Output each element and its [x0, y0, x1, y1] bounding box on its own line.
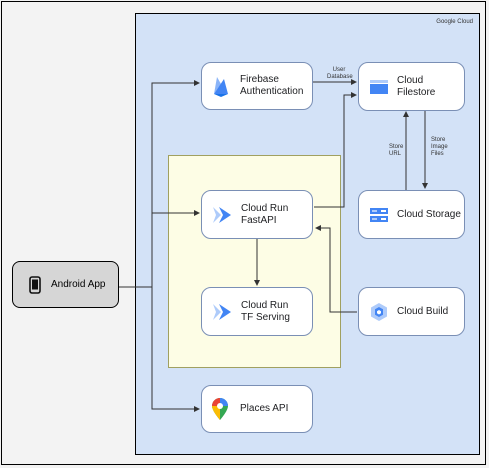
android-app-node[interactable]: Android App [12, 261, 119, 308]
cloud-storage-label: Cloud Storage [397, 208, 461, 220]
cloud-filestore-label: Cloud Filestore [397, 74, 436, 98]
cloud-build-icon [371, 302, 387, 321]
label-line: FastAPI [241, 214, 277, 226]
edge-android-trunk [119, 80, 200, 288]
cloud-run-icon [213, 206, 231, 223]
cloud-storage-node[interactable]: Cloud Storage [358, 190, 465, 239]
firebase-icon [214, 77, 228, 97]
label-line: Authentication [240, 86, 304, 97]
label-line: Cloud Run [241, 202, 289, 214]
firebase-auth-node[interactable]: Firebase Authentication [201, 62, 313, 110]
edge-label-line: Files [431, 151, 444, 157]
cloud-run-tf-serving-node[interactable]: Cloud Run TF Serving [201, 287, 313, 336]
edge-label-line: User [332, 67, 346, 73]
edge-label-user-database: User Database [327, 67, 353, 81]
android-app-label: Android App [51, 279, 106, 290]
label-line: TF Serving [241, 311, 290, 323]
cloud-run-fastapi-label: Cloud Run FastAPI [241, 203, 288, 227]
edge-label-line: Database [327, 74, 353, 80]
edge-label-line: Image [431, 144, 448, 150]
edge-fastapi-filestore [314, 92, 357, 208]
cloud-run-icon [213, 303, 231, 320]
edge-label-line: Store [431, 137, 446, 143]
label-line: Firebase [240, 74, 279, 85]
cloud-build-node[interactable]: Cloud Build [358, 287, 465, 336]
smartphone-icon [29, 275, 41, 294]
cloud-run-tf-serving-label: Cloud Run TF Serving [241, 300, 290, 324]
edge-label-store-image-files: Store Image Files [431, 137, 448, 158]
cloud-build-label: Cloud Build [397, 305, 449, 317]
places-api-label: Places API [240, 403, 289, 414]
label-line: Cloud Run [241, 299, 289, 311]
google-cloud-label: Google Cloud [436, 19, 473, 25]
places-api-node[interactable]: Places API [201, 385, 313, 433]
edge-android-places [151, 287, 200, 412]
edge-label-store-url: Store URL [389, 144, 403, 158]
edge-label-line: Store [389, 144, 404, 150]
cloud-filestore-icon [370, 79, 388, 94]
edge-build-fastapi [315, 225, 357, 313]
edge-label-line: URL [389, 151, 402, 157]
firebase-auth-label: Firebase Authentication [240, 74, 303, 98]
cloud-filestore-node[interactable]: Cloud Filestore [358, 62, 465, 111]
cloud-run-fastapi-node[interactable]: Cloud Run FastAPI [201, 190, 313, 239]
places-map-pin-icon [212, 398, 228, 420]
cloud-storage-icon [370, 207, 388, 222]
